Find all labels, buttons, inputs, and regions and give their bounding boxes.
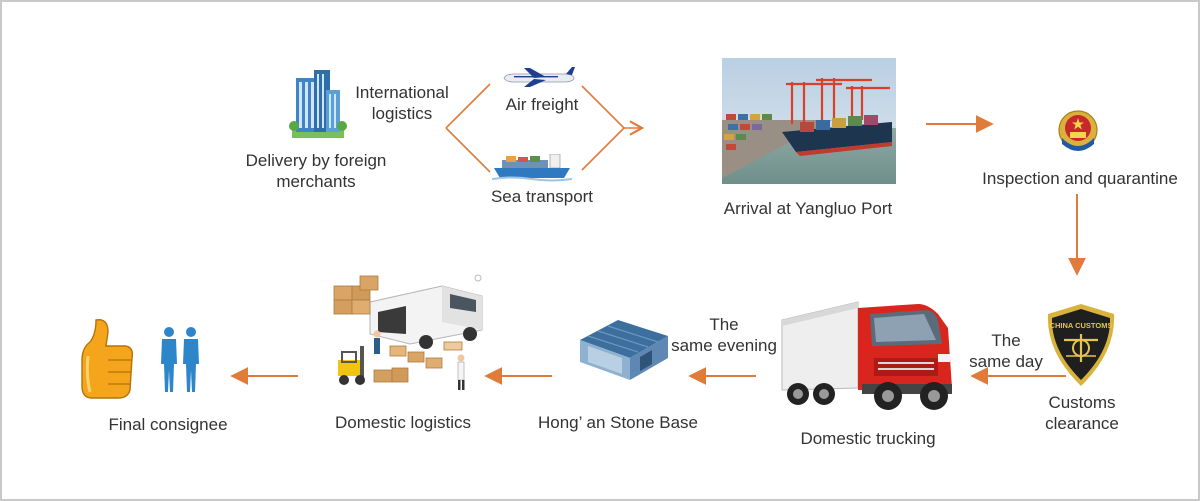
- label-stone-base: Hong’ an Stone Base: [537, 413, 699, 432]
- warehouse-icon: [580, 320, 668, 380]
- label-final-consignee: Final consignee: [108, 415, 228, 434]
- badge-text: CHINA CUSTOMS: [1050, 321, 1113, 330]
- label-arrival: Arrival at Yangluo Port: [723, 199, 893, 218]
- van-boxes-forklift-icon: [333, 274, 483, 390]
- arrow-to-air: [445, 83, 491, 129]
- two-people-icon: [161, 327, 199, 392]
- arrow-to-sea: [445, 127, 491, 173]
- arrow-sea-merge: [581, 127, 625, 171]
- office-building-icon: [289, 70, 347, 138]
- thumbs-up-icon: [81, 319, 134, 399]
- label-air-freight: Air freight: [505, 95, 579, 114]
- china-customs-badge-icon: CHINA CUSTOMS: [1047, 304, 1115, 386]
- airplane-icon: [503, 67, 575, 87]
- container-port-photo: [722, 58, 896, 184]
- cargo-ship-icon: [492, 154, 572, 182]
- red-truck-icon: [781, 301, 952, 410]
- national-emblem-icon: [1058, 110, 1098, 151]
- label-domestic-trucking: Domestic trucking: [800, 429, 936, 448]
- label-inspection: Inspection and quarantine: [982, 169, 1178, 188]
- arrow-air-merge: [581, 85, 625, 129]
- label-domestic-logistics: Domestic logistics: [334, 413, 472, 432]
- label-sea-transport: Sea transport: [490, 187, 594, 206]
